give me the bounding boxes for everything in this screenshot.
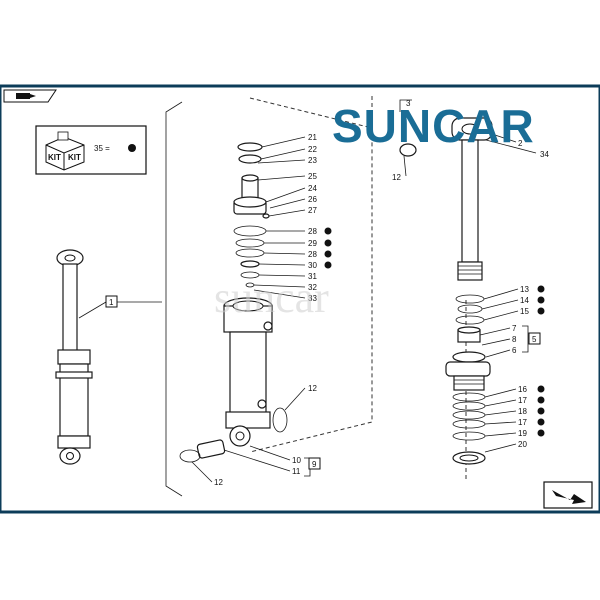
kit-legend-text: 35 = bbox=[94, 144, 110, 153]
callout-11: 11 bbox=[292, 467, 301, 476]
callout-17-a: 17 bbox=[518, 396, 527, 405]
callout-14: 14 bbox=[520, 296, 529, 305]
callout-15: 15 bbox=[520, 307, 529, 316]
callout-23: 23 bbox=[308, 156, 317, 165]
callout-21: 21 bbox=[308, 133, 317, 142]
callout-17-b: 17 bbox=[518, 418, 527, 427]
callout-12-a: 12 bbox=[308, 384, 317, 393]
callout-32: 32 bbox=[308, 283, 317, 292]
kit-box-icon bbox=[45, 131, 85, 171]
callout-13: 13 bbox=[520, 285, 529, 294]
callout-24: 24 bbox=[308, 184, 317, 193]
callout-20: 20 bbox=[518, 440, 527, 449]
kit-label-left: KIT bbox=[48, 153, 61, 162]
callout-2: 2 bbox=[518, 139, 523, 148]
callout-28-b: 28 bbox=[308, 250, 317, 259]
callout-9: 9 bbox=[312, 460, 317, 469]
callout-18: 18 bbox=[518, 407, 527, 416]
kit-label-right: KIT bbox=[68, 153, 81, 162]
callout-22: 22 bbox=[308, 145, 317, 154]
book-icon[interactable] bbox=[3, 89, 57, 103]
callout-25: 25 bbox=[308, 172, 317, 181]
callout-33: 33 bbox=[308, 294, 317, 303]
callout-10: 10 bbox=[292, 456, 301, 465]
callout-27: 27 bbox=[308, 206, 317, 215]
brand-logo: SUNCAR bbox=[332, 100, 535, 152]
middle-exploded-parts bbox=[179, 142, 288, 463]
callout-5: 5 bbox=[532, 335, 537, 344]
callout-31: 31 bbox=[308, 272, 317, 281]
callout-16: 16 bbox=[518, 385, 527, 394]
callout-3: 3 bbox=[406, 99, 411, 108]
kit-legend: KIT KIT 35 = bbox=[35, 125, 147, 175]
callout-1: 1 bbox=[109, 298, 114, 307]
callout-29: 29 bbox=[308, 239, 317, 248]
callout-34: 34 bbox=[540, 150, 549, 159]
callout-6: 6 bbox=[512, 346, 517, 355]
assembled-cylinder bbox=[55, 249, 93, 465]
callout-28-a: 28 bbox=[308, 227, 317, 236]
next-page-arrow-icon[interactable] bbox=[543, 481, 593, 509]
right-exploded-parts bbox=[399, 117, 493, 465]
right-callouts: 3 2 34 12 13 14 15 7 8 6 5 16 17 18 17 1… bbox=[392, 99, 549, 453]
callout-8: 8 bbox=[512, 335, 517, 344]
callout-12-c: 12 bbox=[392, 173, 401, 182]
middle-callouts: 21 22 23 25 24 26 27 28 29 28 30 31 32 3… bbox=[191, 133, 332, 487]
callout-19: 19 bbox=[518, 429, 527, 438]
callout-26: 26 bbox=[308, 195, 317, 204]
kit-dot-icon bbox=[128, 144, 136, 152]
callout-30: 30 bbox=[308, 261, 317, 270]
callout-7: 7 bbox=[512, 324, 517, 333]
watermark: suncar bbox=[214, 273, 329, 322]
callout-12-b: 12 bbox=[214, 478, 223, 487]
